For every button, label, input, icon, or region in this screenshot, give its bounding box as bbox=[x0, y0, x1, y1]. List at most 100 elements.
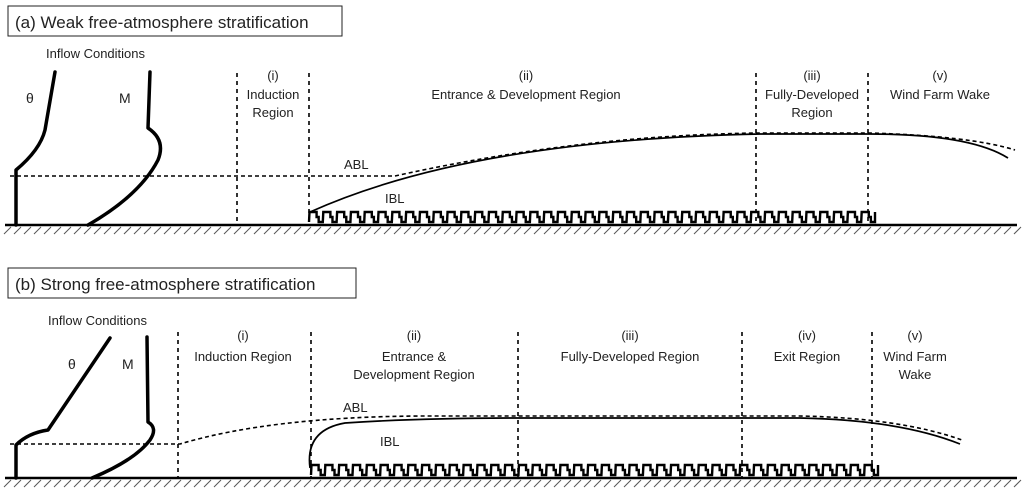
ground-hatch-mark bbox=[713, 479, 722, 488]
panel-a-region-3-name-line-2: Region bbox=[791, 105, 832, 120]
ground-hatch-mark bbox=[33, 226, 42, 235]
ground-hatch-mark bbox=[643, 226, 652, 235]
ground-hatch-mark bbox=[283, 226, 292, 235]
ground-hatch-mark bbox=[843, 226, 852, 235]
ground-hatch-mark bbox=[183, 479, 192, 488]
ground-hatch-mark bbox=[663, 226, 672, 235]
ground-hatch-mark bbox=[723, 226, 732, 235]
ground-hatch-mark bbox=[993, 226, 1002, 235]
ground-hatch-mark bbox=[293, 226, 302, 235]
panel-a-ibl-line bbox=[309, 133, 1009, 213]
ground-hatch-mark bbox=[243, 226, 252, 235]
ground-hatch-mark bbox=[93, 226, 102, 235]
ground-hatch-mark bbox=[863, 479, 872, 488]
panel-b-region-1-name-line-1: Induction Region bbox=[194, 349, 292, 364]
ground-hatch-mark bbox=[733, 479, 742, 488]
ground-hatch-mark bbox=[403, 479, 412, 488]
ground-hatch-mark bbox=[163, 226, 172, 235]
ground-hatch-mark bbox=[173, 226, 182, 235]
ground-hatch-mark bbox=[63, 479, 72, 488]
ground-hatch-mark bbox=[583, 226, 592, 235]
ground-hatch-mark bbox=[483, 226, 492, 235]
ground-hatch-mark bbox=[313, 226, 322, 235]
panel-b-region-1-numeral: (i) bbox=[237, 328, 249, 343]
ground-hatch-mark bbox=[613, 226, 622, 235]
ground-hatch-mark bbox=[953, 226, 962, 235]
ground-hatch-mark bbox=[323, 479, 332, 488]
ground-hatch-mark bbox=[923, 479, 932, 488]
ground-hatch-mark bbox=[433, 226, 442, 235]
ground-hatch-mark bbox=[83, 479, 92, 488]
ground-hatch-mark bbox=[573, 226, 582, 235]
ground-hatch-mark bbox=[893, 479, 902, 488]
ground-hatch-mark bbox=[583, 479, 592, 488]
ground-hatch-mark bbox=[353, 226, 362, 235]
ground-hatch-mark bbox=[543, 479, 552, 488]
ground-hatch-mark bbox=[333, 479, 342, 488]
ground-hatch-mark bbox=[913, 479, 922, 488]
panel-a-m-symbol: M bbox=[119, 90, 131, 106]
ground-hatch-mark bbox=[3, 226, 12, 235]
panel-a-title-box bbox=[7, 5, 343, 37]
ground-hatch-mark bbox=[943, 479, 952, 488]
ground-hatch-mark bbox=[43, 479, 52, 488]
ground-hatch-mark bbox=[123, 226, 132, 235]
ground-hatch-mark bbox=[453, 226, 462, 235]
ground-hatch-mark bbox=[23, 226, 32, 235]
ground-hatch-mark bbox=[503, 226, 512, 235]
ground-hatch-mark bbox=[53, 479, 62, 488]
ground-hatch-mark bbox=[513, 226, 522, 235]
panel-b-region-3-numeral: (iii) bbox=[621, 328, 638, 343]
ground-hatch-mark bbox=[563, 479, 572, 488]
ground-hatch-mark bbox=[783, 226, 792, 235]
ground-hatch-mark bbox=[793, 479, 802, 488]
ground-hatch-mark bbox=[613, 479, 622, 488]
ground-hatch-mark bbox=[273, 226, 282, 235]
ground-hatch-mark bbox=[413, 226, 422, 235]
ground-hatch-mark bbox=[333, 226, 342, 235]
ground-hatch-mark bbox=[313, 479, 322, 488]
ground-hatch-mark bbox=[693, 479, 702, 488]
panel-b-region-5-name-line-1: Wind Farm bbox=[883, 349, 947, 364]
ground-hatch-mark bbox=[733, 226, 742, 235]
panel-a-title: (a) Weak free-atmosphere stratification bbox=[15, 13, 309, 32]
ground-hatch-mark bbox=[813, 479, 822, 488]
ground-hatch-mark bbox=[423, 479, 432, 488]
ground-hatch-mark bbox=[223, 226, 232, 235]
panel-a-ibl-label: IBL bbox=[385, 191, 405, 206]
ground-hatch-mark bbox=[113, 479, 122, 488]
ground-hatch-mark bbox=[263, 226, 272, 235]
ground-hatch-mark bbox=[243, 479, 252, 488]
ground-hatch-mark bbox=[763, 479, 772, 488]
ground-hatch-mark bbox=[283, 479, 292, 488]
ground-hatch-mark bbox=[473, 479, 482, 488]
ground-hatch-mark bbox=[493, 479, 502, 488]
ground-hatch-mark bbox=[893, 226, 902, 235]
ground-hatch-mark bbox=[213, 226, 222, 235]
panel-a-abl-label: ABL bbox=[344, 157, 369, 172]
ground-hatch-mark bbox=[143, 226, 152, 235]
ground-hatch-mark bbox=[723, 479, 732, 488]
panel-a-inflow-title: Inflow Conditions bbox=[46, 46, 145, 61]
ground-hatch-mark bbox=[123, 479, 132, 488]
panel-b-region-5-numeral: (v) bbox=[907, 328, 922, 343]
ground-hatch-mark bbox=[193, 226, 202, 235]
ground-hatch-mark bbox=[373, 226, 382, 235]
panel-b-ground-hatching bbox=[3, 479, 1022, 488]
ground-hatch-mark bbox=[153, 479, 162, 488]
ground-hatch-mark bbox=[13, 479, 22, 488]
ground-hatch-mark bbox=[913, 226, 922, 235]
ground-hatch-mark bbox=[343, 479, 352, 488]
ground-hatch-mark bbox=[673, 226, 682, 235]
ground-hatch-mark bbox=[443, 479, 452, 488]
ground-hatch-mark bbox=[843, 479, 852, 488]
ground-hatch-mark bbox=[463, 226, 472, 235]
ground-hatch-mark bbox=[523, 479, 532, 488]
ground-hatch-mark bbox=[133, 479, 142, 488]
ground-hatch-mark bbox=[193, 479, 202, 488]
ground-hatch-mark bbox=[553, 479, 562, 488]
ground-hatch-mark bbox=[883, 226, 892, 235]
panel-b: (b) Strong free-atmosphere stratificatio… bbox=[3, 267, 1022, 488]
ground-hatch-mark bbox=[303, 479, 312, 488]
ground-hatch-mark bbox=[363, 226, 372, 235]
